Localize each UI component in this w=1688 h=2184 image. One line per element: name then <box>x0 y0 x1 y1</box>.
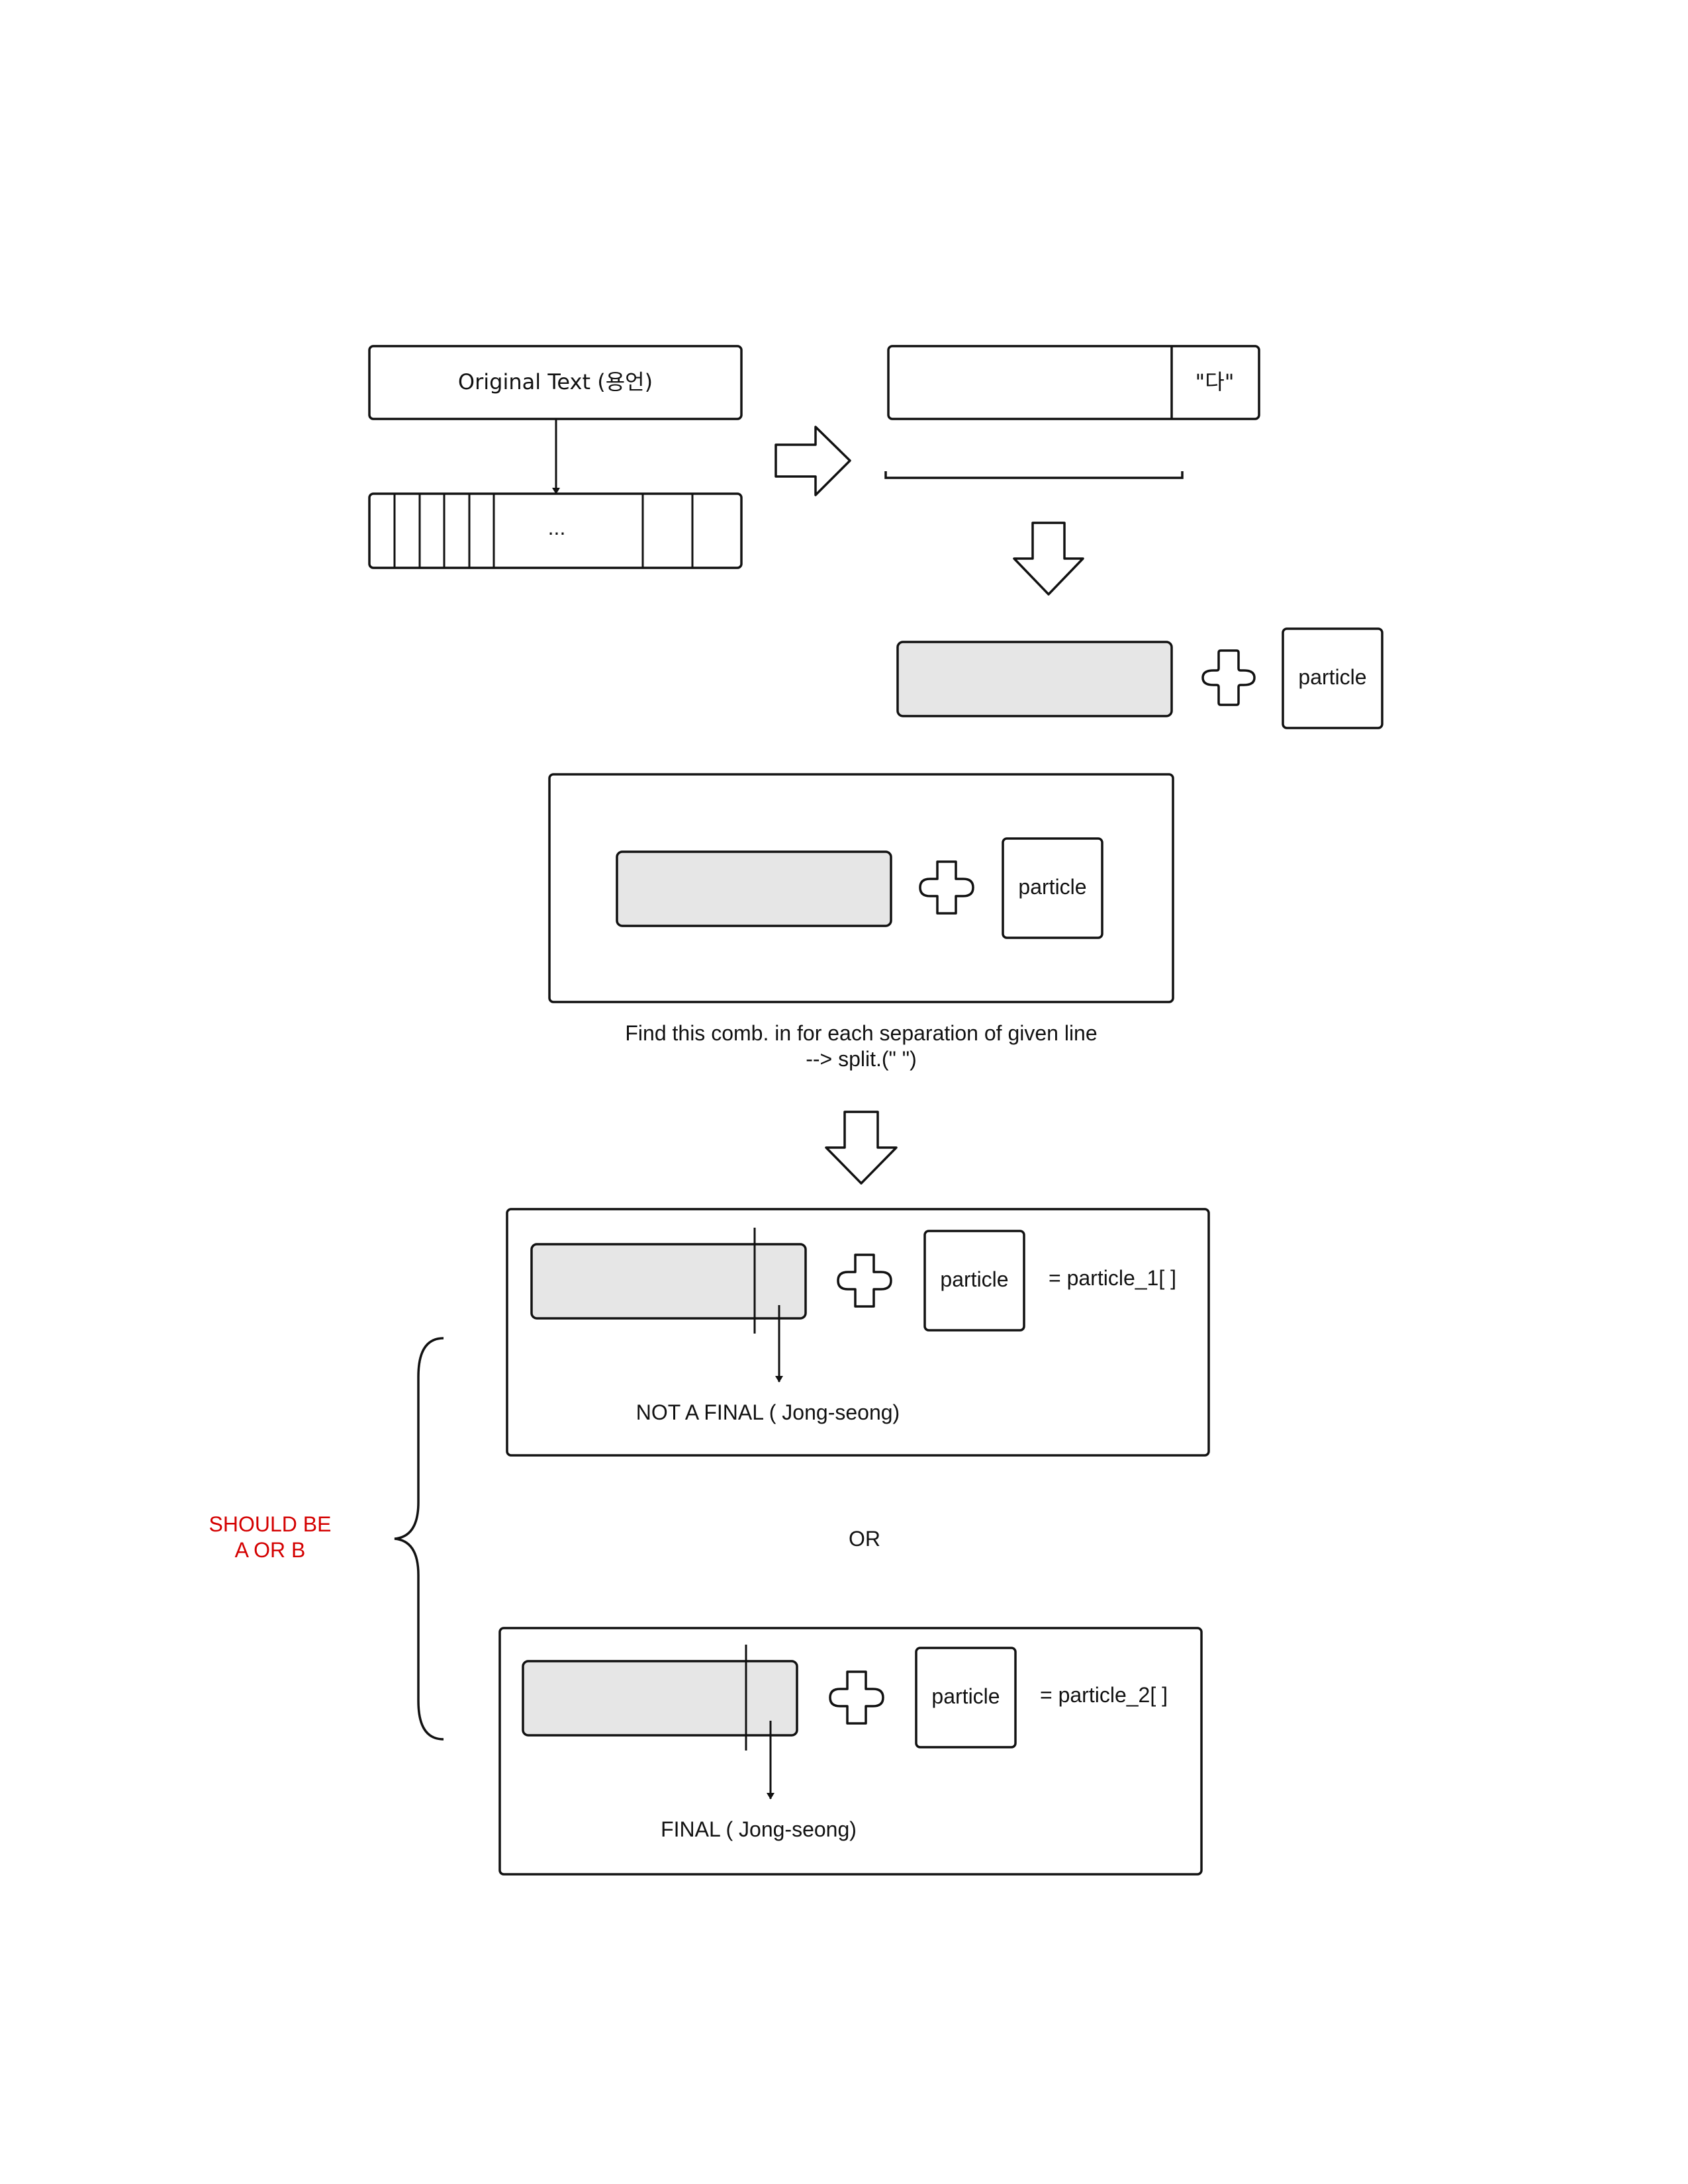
caption-line-1: Find this comb. in for each separation o… <box>625 1021 1097 1045</box>
original-text-group: Original Text (용언) ... <box>368 345 743 569</box>
stem-box <box>896 641 1173 717</box>
word-split-group: "다" <box>884 345 1260 479</box>
arrow-right-block-icon <box>774 426 851 496</box>
segment-dividers <box>393 494 694 568</box>
combination-frame-group: particle Find this comb. in for each sep… <box>548 773 1174 1071</box>
segmented-row-box <box>368 492 743 569</box>
plus-cross-icon <box>829 1670 884 1725</box>
option-b-frame-group: particle = particle_2[ ] FINAL ( Jong-se… <box>498 1627 1203 1876</box>
arrow-down-block-icon <box>1013 522 1084 596</box>
particle-label: particle <box>1298 665 1366 689</box>
particle-box <box>1282 627 1383 729</box>
stem-box <box>522 1660 798 1737</box>
plus-cross-icon <box>1201 649 1256 706</box>
not-final-label: NOT A FINAL ( Jong-seong) <box>636 1400 900 1424</box>
should-be-note-line-1: SHOULD BE <box>209 1512 332 1536</box>
da-cell-label: "다" <box>1196 369 1235 394</box>
particle-box <box>915 1647 1017 1749</box>
particle-1-label: = particle_1[ ] <box>1049 1266 1176 1290</box>
segment-ellipsis: ... <box>548 516 566 539</box>
particle-box <box>923 1230 1025 1332</box>
original-text-label: Original Text (용언) <box>458 369 653 394</box>
particle-box <box>1002 837 1103 939</box>
stem-particle-row: particle <box>896 627 1383 729</box>
stem-bracket <box>884 471 1184 479</box>
should-be-note-line-2: A OR B <box>235 1538 306 1562</box>
curly-brace-icon <box>394 1337 444 1741</box>
plus-cross-icon <box>919 860 974 915</box>
stem-box <box>616 850 892 927</box>
plus-cross-icon <box>837 1253 892 1308</box>
arrow-down-block-icon <box>825 1111 898 1185</box>
particle-label: particle <box>940 1267 1008 1291</box>
particle-label: particle <box>1018 875 1086 899</box>
option-a-frame-group: particle = particle_1[ ] NOT A FINAL ( J… <box>506 1208 1210 1457</box>
word-box <box>887 345 1260 420</box>
stem-box <box>530 1243 807 1320</box>
caption-line-2: --> split.(" ") <box>806 1047 917 1071</box>
or-label: OR <box>849 1527 880 1551</box>
final-label: FINAL ( Jong-seong) <box>661 1817 857 1841</box>
particle-2-label: = particle_2[ ] <box>1040 1683 1168 1707</box>
particle-label: particle <box>931 1684 1000 1708</box>
